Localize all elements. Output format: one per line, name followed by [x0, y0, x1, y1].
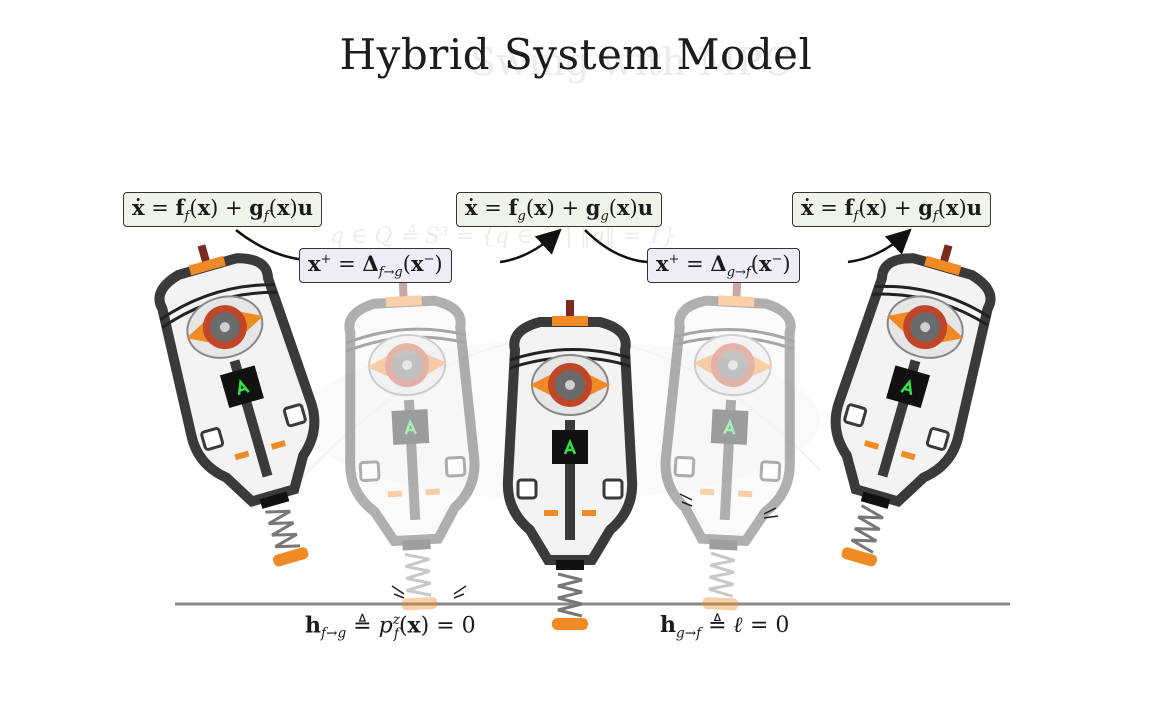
guard-g-to-f: hg→f ≜ ℓ = 0 [660, 612, 790, 642]
arrow-f-to-g-out [499, 228, 562, 264]
robot-flight-2 [798, 228, 1008, 579]
robot-liftoff [658, 277, 799, 613]
reset-map-f-to-g: x+ = Δf→g(x−) [299, 248, 452, 284]
impact-marks-liftoff [679, 493, 779, 519]
flight-dynamics-left: ẋ = ff(x) + gf(x)u [123, 192, 322, 228]
ground-dynamics: ẋ = fg(x) + gg(x)u [456, 192, 662, 228]
impact-marks-touchdown [391, 585, 467, 599]
robot-stance [508, 300, 632, 630]
reset-map-g-to-f: x+ = Δg→f(x−) [647, 248, 800, 284]
guard-f-to-g: hf→g ≜ pzf(x) = 0 [305, 612, 476, 642]
page-title: Hybrid System Model [339, 30, 813, 79]
arrow-g-to-f-out [847, 228, 912, 264]
ghost-title: Swing with MPC [470, 40, 792, 84]
ghost-equation: q ∈ Q ≜ S³ = {q ∈ ℍ | ‖q‖ = 1} [330, 224, 677, 249]
flight-dynamics-right: ẋ = ff(x) + gf(x)u [792, 192, 991, 228]
robot-touchdown [341, 277, 482, 613]
